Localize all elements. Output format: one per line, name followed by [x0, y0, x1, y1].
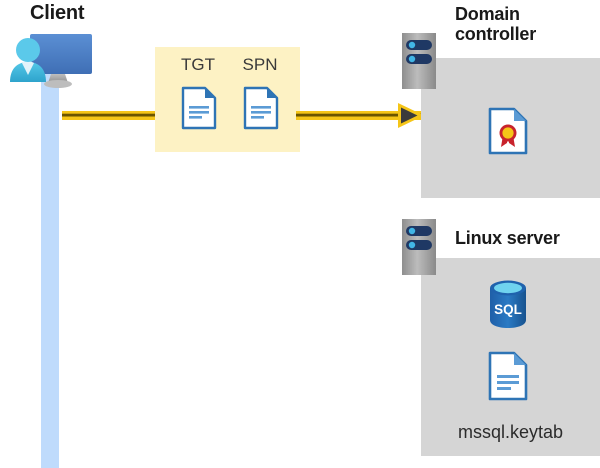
client-to-message-arrow-line [62, 111, 157, 120]
tgt-document-icon [181, 86, 217, 135]
linux-server-chassis-icon [402, 219, 436, 275]
domain-controller-title: Domain controller [455, 4, 537, 45]
keytab-filename-label: mssql.keytab [457, 422, 564, 442]
keytab-document-icon [488, 351, 528, 406]
certificate-document-icon [488, 107, 528, 160]
arrow-head-icon [398, 103, 424, 128]
client-lifeline-bar [41, 72, 59, 468]
message-to-domain-controller-arrow-line [296, 111, 421, 120]
domain-controller-server-icon [402, 33, 436, 89]
spn-document-icon [243, 86, 279, 135]
client-title: Client [30, 2, 85, 24]
sql-database-label: SQL [494, 302, 522, 317]
tgt-label: TGT [181, 55, 215, 74]
sql-database-icon: SQL [485, 278, 531, 335]
linux-server-title: Linux server [455, 228, 560, 248]
client-workstation-icon [8, 28, 104, 98]
spn-label: SPN [242, 55, 278, 74]
